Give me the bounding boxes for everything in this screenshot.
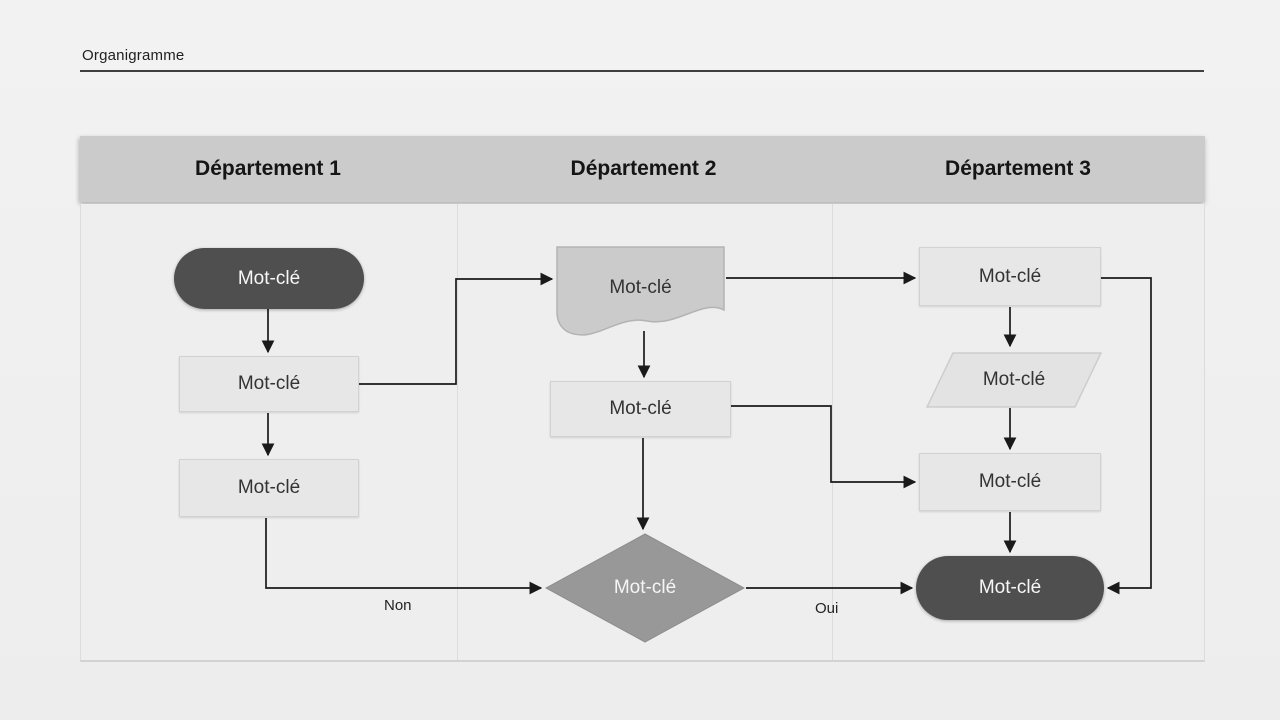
node-label: Mot-clé: [237, 373, 301, 394]
node-process-d3-1[interactable]: Mot-clé: [919, 247, 1101, 306]
node-data-parallelogram[interactable]: Mot-clé: [926, 352, 1102, 408]
lane-header-departement-2[interactable]: Département 2: [456, 136, 831, 202]
lane-header-departement-3[interactable]: Département 3: [831, 136, 1205, 202]
node-label: Mot-clé: [609, 398, 672, 419]
node-terminator-end[interactable]: Mot-clé: [916, 556, 1104, 620]
node-decision[interactable]: Mot-clé: [545, 533, 745, 643]
node-label: Mot-clé: [237, 267, 301, 289]
node-label: Mot-clé: [978, 577, 1042, 598]
node-process-d1-2[interactable]: Mot-clé: [179, 459, 359, 517]
lane-3-label: Département 3: [945, 157, 1091, 180]
swimlane-header: Département 1 Département 2 Département …: [80, 136, 1205, 202]
node-label: Mot-clé: [613, 577, 677, 598]
decision-diamond-icon: [545, 533, 745, 643]
branch-label-non: Non: [384, 597, 412, 614]
node-process-d1-1[interactable]: Mot-clé: [179, 356, 359, 412]
node-document[interactable]: Mot-clé: [556, 246, 725, 346]
node-label: Mot-clé: [978, 265, 1042, 287]
page-title: Organigramme: [82, 47, 185, 64]
node-terminator-start[interactable]: Mot-clé: [174, 248, 364, 309]
lane-1-area: [81, 204, 458, 660]
node-label: Mot-clé: [237, 477, 301, 498]
node-label: Mot-clé: [982, 369, 1046, 390]
lane-header-departement-1[interactable]: Département 1: [80, 136, 456, 202]
branch-label-oui: Oui: [815, 600, 839, 617]
lane-1-label: Département 1: [195, 157, 341, 180]
node-process-d2[interactable]: Mot-clé: [550, 381, 731, 437]
lane-2-label: Département 2: [570, 157, 717, 180]
node-label: Mot-clé: [978, 471, 1042, 492]
document-shape-icon: [556, 246, 725, 336]
title-divider: [80, 70, 1204, 72]
node-process-d3-2[interactable]: Mot-clé: [919, 453, 1101, 511]
node-label: Mot-clé: [609, 277, 672, 298]
parallelogram-shape-icon: [926, 352, 1102, 408]
